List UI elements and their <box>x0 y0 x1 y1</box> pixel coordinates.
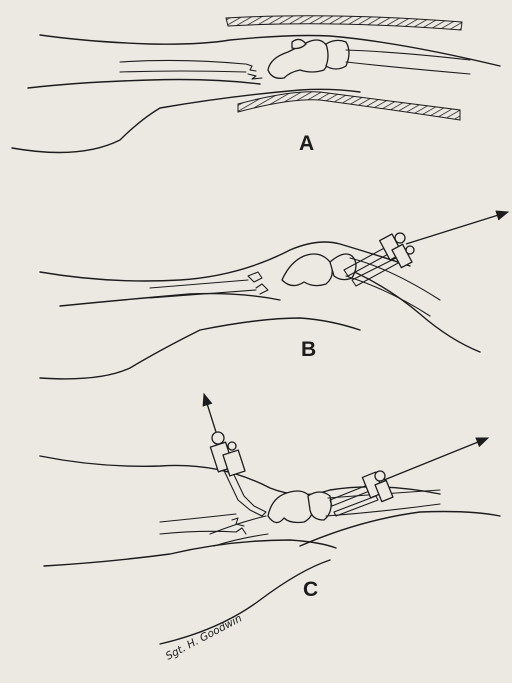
tibia-head <box>330 254 356 280</box>
panel-b-label: B <box>301 338 316 361</box>
lower-splint-pad <box>238 92 460 120</box>
femur-shaft <box>160 514 236 534</box>
tibia-shaft <box>346 50 470 74</box>
tibia-shaft <box>346 258 440 316</box>
limb-outline-upper <box>40 35 500 66</box>
limb-outline-lower <box>60 294 280 306</box>
traction-force-arrow <box>406 212 508 244</box>
tibial-traction-stirrup <box>330 471 393 516</box>
tibial-traction-arrow <box>384 438 488 480</box>
panel-a: A <box>12 16 500 155</box>
femur-condyle <box>268 491 313 523</box>
artist-signature: Sgt. H. Goodwin <box>164 612 244 662</box>
panel-a-label: A <box>299 132 314 155</box>
panel-c-label: C <box>303 578 318 601</box>
panel-b: B <box>40 212 508 379</box>
vertical-traction-device <box>210 432 266 516</box>
upper-splint-pad <box>226 16 462 30</box>
femur-condyle <box>282 254 332 286</box>
panel-c: C Sgt. H. Goodwin <box>40 394 500 663</box>
tibia-head <box>326 40 349 69</box>
limb-outline-lower <box>44 540 336 566</box>
limb-outline-thigh <box>160 560 330 644</box>
femur-shaft <box>120 60 246 72</box>
vertical-traction-arrow <box>204 394 216 432</box>
limb-outline-calf <box>300 512 500 547</box>
fracture-fragment <box>246 64 262 79</box>
limb-outline-lower <box>28 80 260 89</box>
